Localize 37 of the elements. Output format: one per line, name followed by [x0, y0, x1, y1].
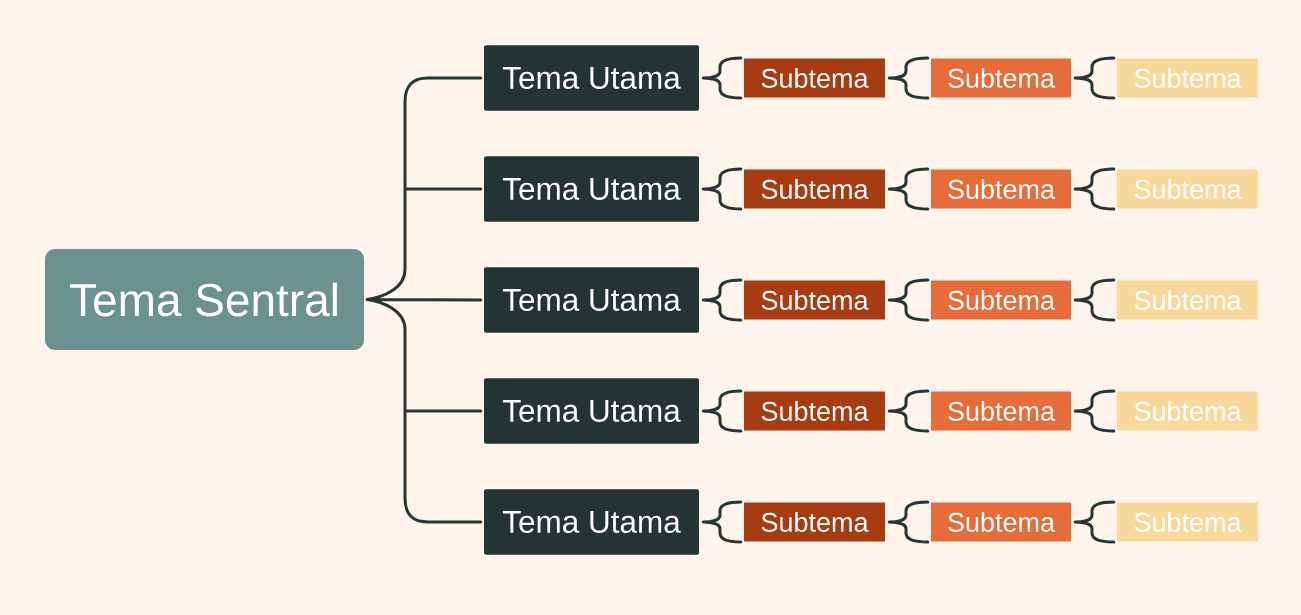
- central-topic-box: Tema Sentral: [45, 249, 364, 350]
- brace-connector: [887, 389, 930, 433]
- brace-connector: [1073, 500, 1116, 544]
- subtopic-box: Subtema: [744, 280, 885, 320]
- subtopic-box: Subtema: [744, 502, 885, 542]
- brace-connector: [887, 56, 930, 100]
- brace-connector: [701, 389, 743, 433]
- subtopic-box: Subtema: [931, 391, 1071, 431]
- brace-connector: [1073, 167, 1116, 211]
- subtopic-box: Subtema: [931, 169, 1071, 209]
- brace-connector: [887, 167, 930, 211]
- main-topic-box: Tema Utama: [484, 45, 699, 111]
- brace-connector: [701, 500, 743, 544]
- subtopic-box: Subtema: [1117, 58, 1258, 98]
- subtopic-box: Subtema: [1117, 280, 1258, 320]
- subtopic-box: Subtema: [1117, 502, 1258, 542]
- subtopic-box: Subtema: [931, 280, 1071, 320]
- subtopic-box: Subtema: [931, 58, 1071, 98]
- subtopic-box: Subtema: [1117, 391, 1258, 431]
- brace-connector: [365, 76, 483, 524]
- main-topic-box: Tema Utama: [484, 267, 699, 333]
- subtopic-box: Subtema: [744, 391, 885, 431]
- brace-connector: [701, 278, 743, 322]
- subtopic-box: Subtema: [744, 169, 885, 209]
- brace-connector: [887, 278, 930, 322]
- brace-connector: [701, 167, 743, 211]
- brace-connector: [701, 56, 743, 100]
- brace-connector: [1073, 389, 1116, 433]
- subtopic-box: Subtema: [1117, 169, 1258, 209]
- brace-connector: [1073, 56, 1116, 100]
- subtopic-box: Subtema: [744, 58, 885, 98]
- main-topic-box: Tema Utama: [484, 156, 699, 222]
- brace-connector: [1073, 278, 1116, 322]
- subtopic-box: Subtema: [931, 502, 1071, 542]
- main-topic-box: Tema Utama: [484, 489, 699, 555]
- brace-connector: [887, 500, 930, 544]
- main-topic-box: Tema Utama: [484, 378, 699, 444]
